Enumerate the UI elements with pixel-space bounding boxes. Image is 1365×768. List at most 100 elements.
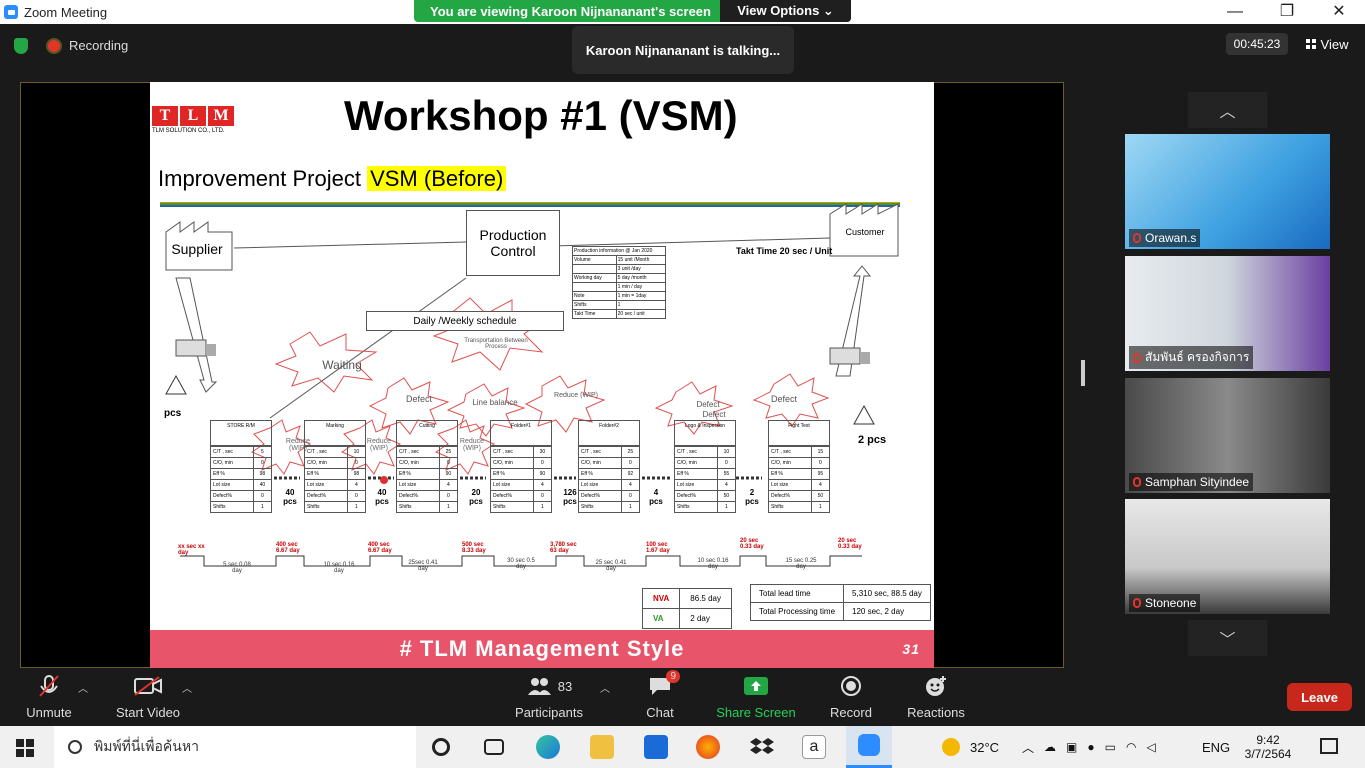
zoom-taskbar-icon[interactable]	[846, 726, 892, 768]
timeline-top: 3,780 sec 63 day	[550, 542, 577, 554]
timeline-top: 500 sec 8.33 day	[462, 542, 486, 554]
maximize-button[interactable]: ❐	[1279, 3, 1295, 20]
clock[interactable]: 9:42 3/7/2564	[1240, 726, 1296, 768]
process-metric-value: 0	[346, 457, 367, 469]
notifications-icon[interactable]	[1320, 738, 1338, 754]
start-video-button[interactable]: Start Video	[112, 668, 184, 726]
process-metric-label: Eff %	[304, 468, 348, 480]
participants-caret[interactable]: ︿	[600, 684, 610, 695]
process-metric-value: 15	[810, 446, 831, 458]
cortana-icon[interactable]	[432, 738, 450, 756]
scroll-up-button[interactable]: ︿	[1188, 92, 1267, 128]
language-indicator[interactable]: ENG	[1202, 739, 1231, 755]
windows-start-icon[interactable]	[16, 739, 34, 762]
battery-icon[interactable]: ▭	[1104, 740, 1116, 754]
process-metric-value: 1	[620, 501, 641, 513]
participant-tile[interactable]: Stoneone	[1125, 499, 1330, 614]
total-lead-label: Total lead time	[749, 584, 845, 603]
wifi-icon[interactable]: ◠	[1125, 740, 1137, 754]
process-metric-value: 5	[252, 446, 273, 458]
process-metric-value: 30	[532, 446, 553, 458]
weather-widget[interactable]: 32°C	[942, 726, 999, 768]
process-metric-label: Eff %	[210, 468, 254, 480]
unmute-button[interactable]: Unmute	[20, 668, 78, 726]
firefox-icon[interactable]	[696, 735, 720, 759]
share-screen-button[interactable]: Share Screen	[714, 668, 798, 726]
record-button[interactable]: Record	[826, 668, 876, 726]
timeline-top: 400 sec 6.67 day	[368, 542, 392, 554]
process-metric-label: Eff %	[490, 468, 534, 480]
process-metric-value: 0	[620, 457, 641, 469]
video-off-icon	[133, 673, 163, 699]
audio-options-caret[interactable]: ︿	[78, 684, 88, 695]
timeline-bottom: 25 sec 0.41 day	[595, 560, 627, 572]
info-key	[572, 264, 617, 274]
color-stripe	[160, 202, 900, 207]
device-icon[interactable]: ▣	[1066, 740, 1078, 754]
security-shield-icon[interactable]	[14, 38, 28, 54]
muted-mic-icon	[1133, 477, 1141, 487]
process-metric-value: 10	[346, 446, 367, 458]
edge-icon[interactable]	[536, 735, 560, 759]
info-key	[572, 282, 617, 292]
recording-indicator[interactable]: Recording	[48, 38, 128, 53]
leave-button[interactable]: Leave	[1287, 683, 1352, 711]
process-metric-value: 50	[810, 490, 831, 502]
reactions-button[interactable]: Reactions	[904, 668, 968, 726]
info-val: 1	[615, 300, 667, 310]
dropbox-icon[interactable]	[750, 735, 774, 759]
process-name: Logo & Inspection	[674, 420, 736, 446]
process-metric-label: C/O, min	[768, 457, 812, 469]
supplier-label: Supplier	[171, 241, 223, 257]
muted-mic-icon	[1133, 598, 1141, 608]
video-options-caret[interactable]: ︿	[182, 684, 192, 695]
tray-chevron-icon[interactable]: ︿	[1022, 740, 1035, 755]
muted-microphone-icon	[38, 673, 60, 699]
panel-splitter[interactable]	[1081, 360, 1085, 386]
amazon-icon[interactable]: a	[802, 735, 826, 759]
view-button[interactable]: View	[1298, 33, 1356, 55]
volume-icon[interactable]: ◁	[1146, 740, 1156, 754]
reduce-label: Reduce (WIP)	[459, 438, 485, 452]
participants-button[interactable]: 83 Participants	[510, 668, 588, 726]
nva-value: 86.5 day	[679, 588, 732, 609]
reduce-label: Reduce (WIP)	[285, 438, 311, 452]
system-tray[interactable]: ︿ ☁ ▣ ● ▭ ◠ ◁	[1022, 726, 1156, 768]
schedule-box: Daily /Weekly schedule	[366, 311, 564, 331]
process-metric-value: 4	[346, 479, 367, 491]
process-metric-value: 40	[252, 479, 273, 491]
muted-mic-icon	[1133, 352, 1141, 363]
viewing-text: You are viewing Karoon Nijnananant's scr…	[430, 3, 711, 19]
mail-icon[interactable]	[644, 735, 668, 759]
slide-footer: # TLM Management Style 31	[150, 630, 934, 668]
close-button[interactable]: ✕	[1332, 3, 1346, 20]
minimize-button[interactable]: —	[1227, 3, 1243, 20]
total-lead-value: 5,310 sec, 88.5 day	[843, 584, 931, 603]
recording-label: Recording	[69, 38, 129, 53]
task-view-icon[interactable]	[484, 739, 504, 755]
participant-tile[interactable]: Samphan Sityindee	[1125, 378, 1330, 493]
defect-burst-2: Defect	[696, 400, 720, 409]
scroll-down-button[interactable]: ﹀	[1188, 620, 1267, 656]
chat-button[interactable]: 9 Chat	[640, 668, 680, 726]
participants-icon: 83	[526, 673, 572, 699]
view-options-button[interactable]: View Options ⌄	[720, 0, 851, 22]
taskbar-search[interactable]: พิมพ์ที่นี่เพื่อค้นหา	[54, 726, 416, 768]
inventory-count: 4 pcs	[649, 488, 663, 506]
process-metric-value: 1	[252, 501, 273, 513]
onedrive-icon[interactable]: ☁	[1044, 740, 1057, 754]
participant-tile[interactable]: สัมพันธ์ ครองกิจการ	[1125, 256, 1330, 371]
participant-tile[interactable]: Orawan.s	[1125, 134, 1330, 249]
info-key: Shifts	[572, 300, 617, 310]
logo-letter: M	[208, 106, 234, 126]
process-metric-label: C/T , sec	[768, 446, 812, 458]
process-metric-label: Eff %	[578, 468, 622, 480]
timeline-bottom: 10 sec 0.16 day	[323, 562, 355, 574]
process-metric-value: 0	[620, 490, 641, 502]
microphone-icon[interactable]: ●	[1087, 740, 1095, 754]
file-explorer-icon[interactable]	[590, 735, 614, 759]
process-metric-label: Lot size	[396, 479, 440, 491]
process-metric-label: Eff %	[768, 468, 812, 480]
